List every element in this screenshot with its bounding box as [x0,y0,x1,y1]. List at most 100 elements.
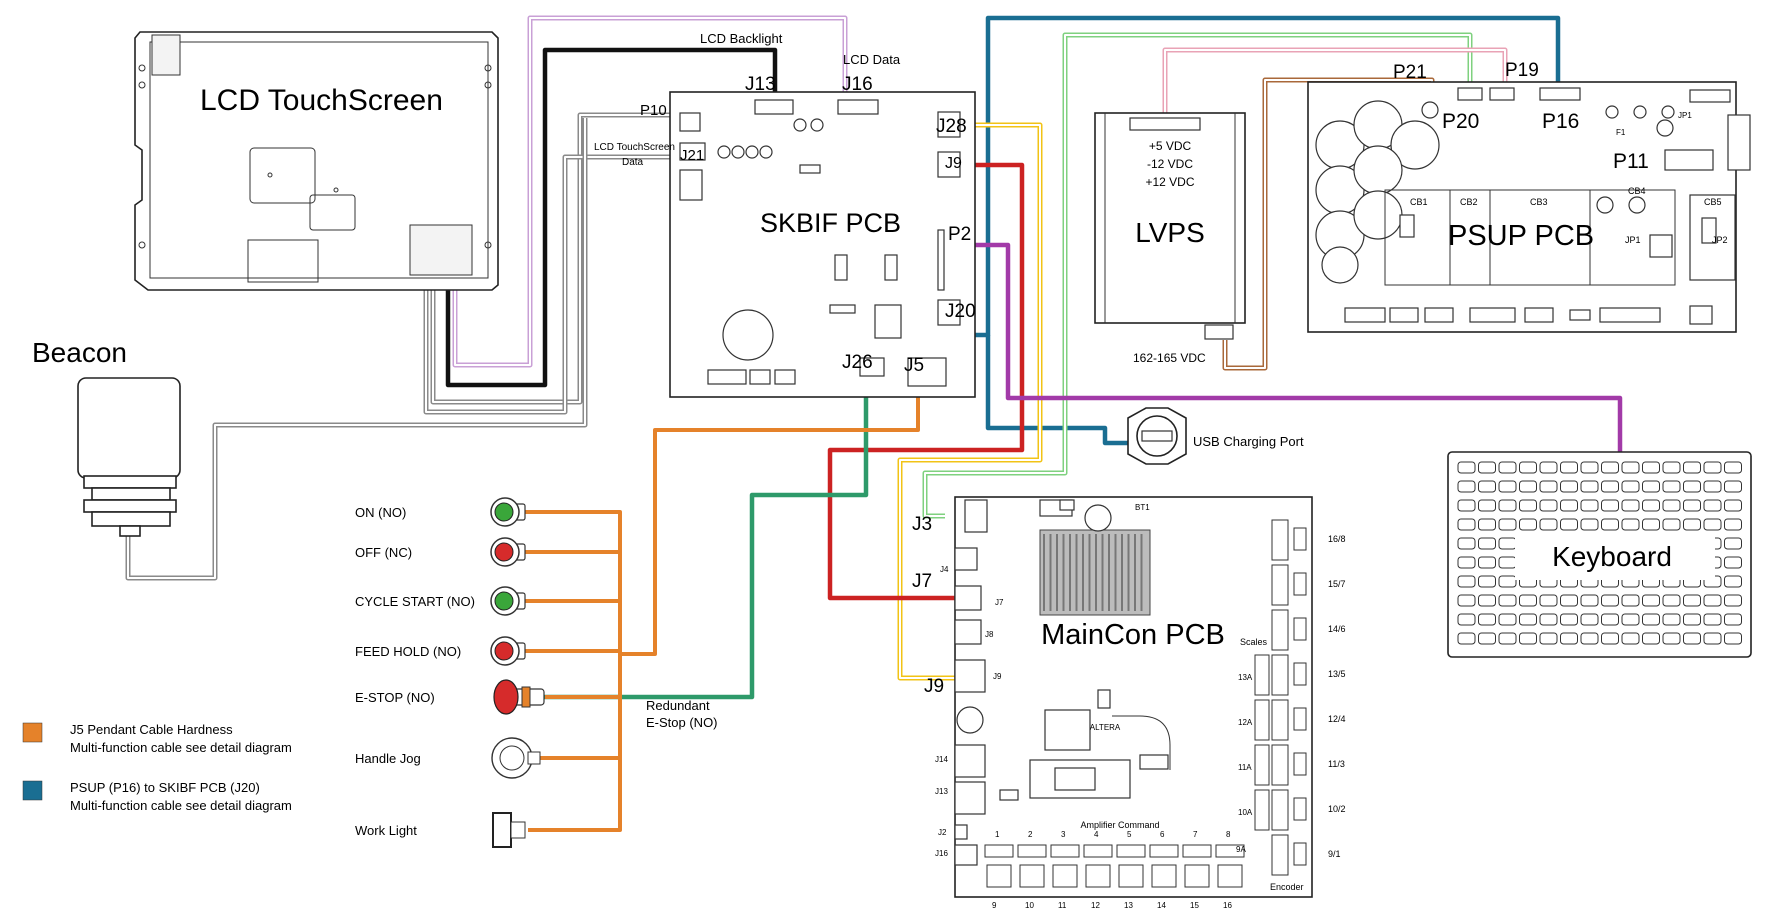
psup-f1: F1 [1616,128,1626,137]
keyboard-key [1498,556,1517,569]
wire-lcd-data [445,47,778,388]
pendant-control: CYCLE START (NO) [355,586,526,616]
legend-line1: PSUP (P16) to SKIBF PCB (J20) [70,780,260,795]
keyboard-key [1601,632,1619,645]
keyboard-key [1662,518,1681,531]
wire-p2-keyboard [965,242,1623,455]
amp-encoder-connector [986,864,1012,888]
keyboard-key [1601,518,1619,531]
keyboard-key [1539,632,1558,645]
amp-top-label: 2 [1028,830,1033,839]
keyboard-key [1457,518,1476,531]
keyboard-key [1642,613,1660,626]
psup-cb3: CB3 [1530,197,1548,207]
keyboard-key [1703,499,1722,512]
amp-command-connector [1116,844,1146,858]
keyboard-key [1478,499,1496,512]
amp-top-label: 7 [1193,830,1198,839]
keyboard-key [1580,632,1599,645]
wire-p16-j20 [960,15,1561,338]
keyboard-key [1478,632,1496,645]
maincon-right-label: 14/6 [1328,624,1346,634]
keyboard-key [1703,461,1722,474]
keyboard-key [1498,575,1517,588]
wire-usb [985,335,1128,446]
pendant-label: Handle Jog [355,751,421,766]
keyboard-key [1580,518,1599,531]
maincon-altera: ALTERA [1090,723,1121,732]
keyboard-key [1724,461,1742,474]
amp-top-label: 8 [1226,830,1231,839]
keyboard-key [1519,518,1537,531]
amp-top-label: 6 [1160,830,1165,839]
keyboard-key [1703,594,1722,607]
keyboard-key [1683,632,1701,645]
amp-bottom-label: 11 [1058,901,1067,910]
legend-line2: Multi-function cable see detail diagram [70,798,292,813]
keyboard-key [1478,594,1496,607]
usb-charging-port: USB Charging Port [1127,407,1304,465]
maincon-encoder-port [1293,527,1307,551]
keyboard-key [1621,499,1640,512]
amp-command-connector [1215,844,1245,858]
skbif-pcb: SKBIF PCB J13 J16 P10 J21 J28 J9 P2 J20 … [594,31,976,398]
keyboard-key [1724,613,1742,626]
keyboard-key [1478,613,1496,626]
conn-j13: J13 [745,74,776,95]
keyboard-key [1580,461,1599,474]
maincon-right-label: 12/4 [1328,714,1346,724]
pendant-controls: ON (NO)OFF (NC)CYCLE START (NO)FEED HOLD… [355,497,545,848]
button-cap [494,502,514,522]
amp-encoder-connector [1019,864,1045,888]
keyboard-key [1478,518,1496,531]
keyboard-key [1580,594,1599,607]
wire-pendant-branches [520,550,620,760]
keyboard-key [1724,594,1742,607]
amp-command-connector [1050,844,1080,858]
keyboard-key [1539,499,1558,512]
wire-beacon-inner [127,118,586,579]
maincon-scale-connector [1254,744,1270,786]
maincon-encoder-connector [1271,564,1289,606]
keyboard-key [1662,499,1681,512]
estop-collar [521,686,531,708]
keyboard-key [1642,480,1660,493]
keyboard-key [1539,461,1558,474]
pendant-control: ON (NO) [355,497,526,527]
legend-item: PSUP (P16) to SKIBF PCB (J20) Multi-funct… [22,780,292,813]
keyboard-key [1457,613,1476,626]
button-cap [494,641,514,661]
switch-body [492,812,512,848]
label-redundant-2: E-Stop (NO) [646,715,718,730]
conn-p19: P19 [1505,60,1539,81]
maincon-right-label: 11/3 [1328,759,1345,769]
keyboard-key [1560,480,1578,493]
conn-j20: J20 [945,301,976,322]
keyboard-key [1724,499,1742,512]
label-lcd-data: LCD Data [843,52,901,67]
psup-cb4: CB4 [1628,186,1646,196]
maincon-right-label: 10/2 [1328,804,1346,814]
keyboard-title: Keyboard [1552,541,1672,572]
maincon-right-label: 9/1 [1328,849,1341,859]
psup-jp1-top: JP1 [1678,111,1692,120]
usb-label: USB Charging Port [1193,434,1304,449]
keyboard-key [1498,613,1517,626]
keyboard-key [1498,594,1517,607]
legend-line1: J5 Pendant Cable Hardness [70,722,233,737]
keyboard-key [1662,480,1681,493]
keyboard-key [1683,613,1701,626]
conn-j28: J28 [936,116,967,137]
wire-j26-estop [540,375,869,700]
keyboard-key [1724,518,1742,531]
pendant-label: Work Light [355,823,417,838]
keyboard-key [1601,594,1619,607]
wire-lcd-backlight-inner [454,17,846,366]
keyboard-key [1724,556,1742,569]
maincon-j16: J16 [935,849,948,858]
keyboard-key [1621,594,1640,607]
keyboard-key [1724,537,1742,550]
keyboard-key [1662,461,1681,474]
pendant-control: E-STOP (NO) [355,679,545,715]
legend-line2: Multi-function cable see detail diagram [70,740,292,755]
